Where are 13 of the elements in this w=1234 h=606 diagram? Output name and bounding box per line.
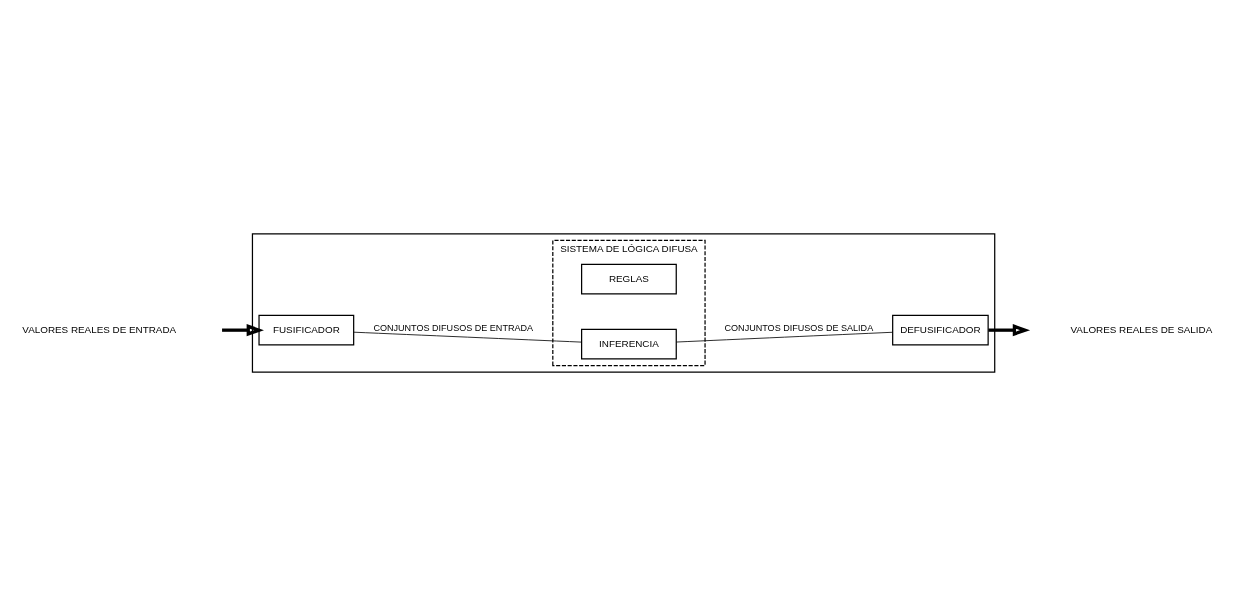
edge-label: CONJUNTOS DIFUSOS DE SALIDA <box>724 322 874 333</box>
cluster <box>251 233 996 373</box>
edge-label: CONJUNTOS DIFUSOS DE ENTRADA <box>373 322 534 333</box>
arrow <box>988 324 1031 337</box>
connector <box>676 331 893 343</box>
connector <box>353 331 582 343</box>
node-box: INFERENCIA <box>581 328 677 360</box>
node-box: FUSIFICADOR <box>258 314 355 346</box>
arrow <box>222 324 264 337</box>
label: VALORES REALES DE ENTRADA <box>22 323 177 335</box>
node-box: REGLAS <box>581 263 677 295</box>
label: VALORES REALES DE SALIDA <box>1070 323 1213 335</box>
node-box: DEFUSIFICADOR <box>892 314 989 346</box>
